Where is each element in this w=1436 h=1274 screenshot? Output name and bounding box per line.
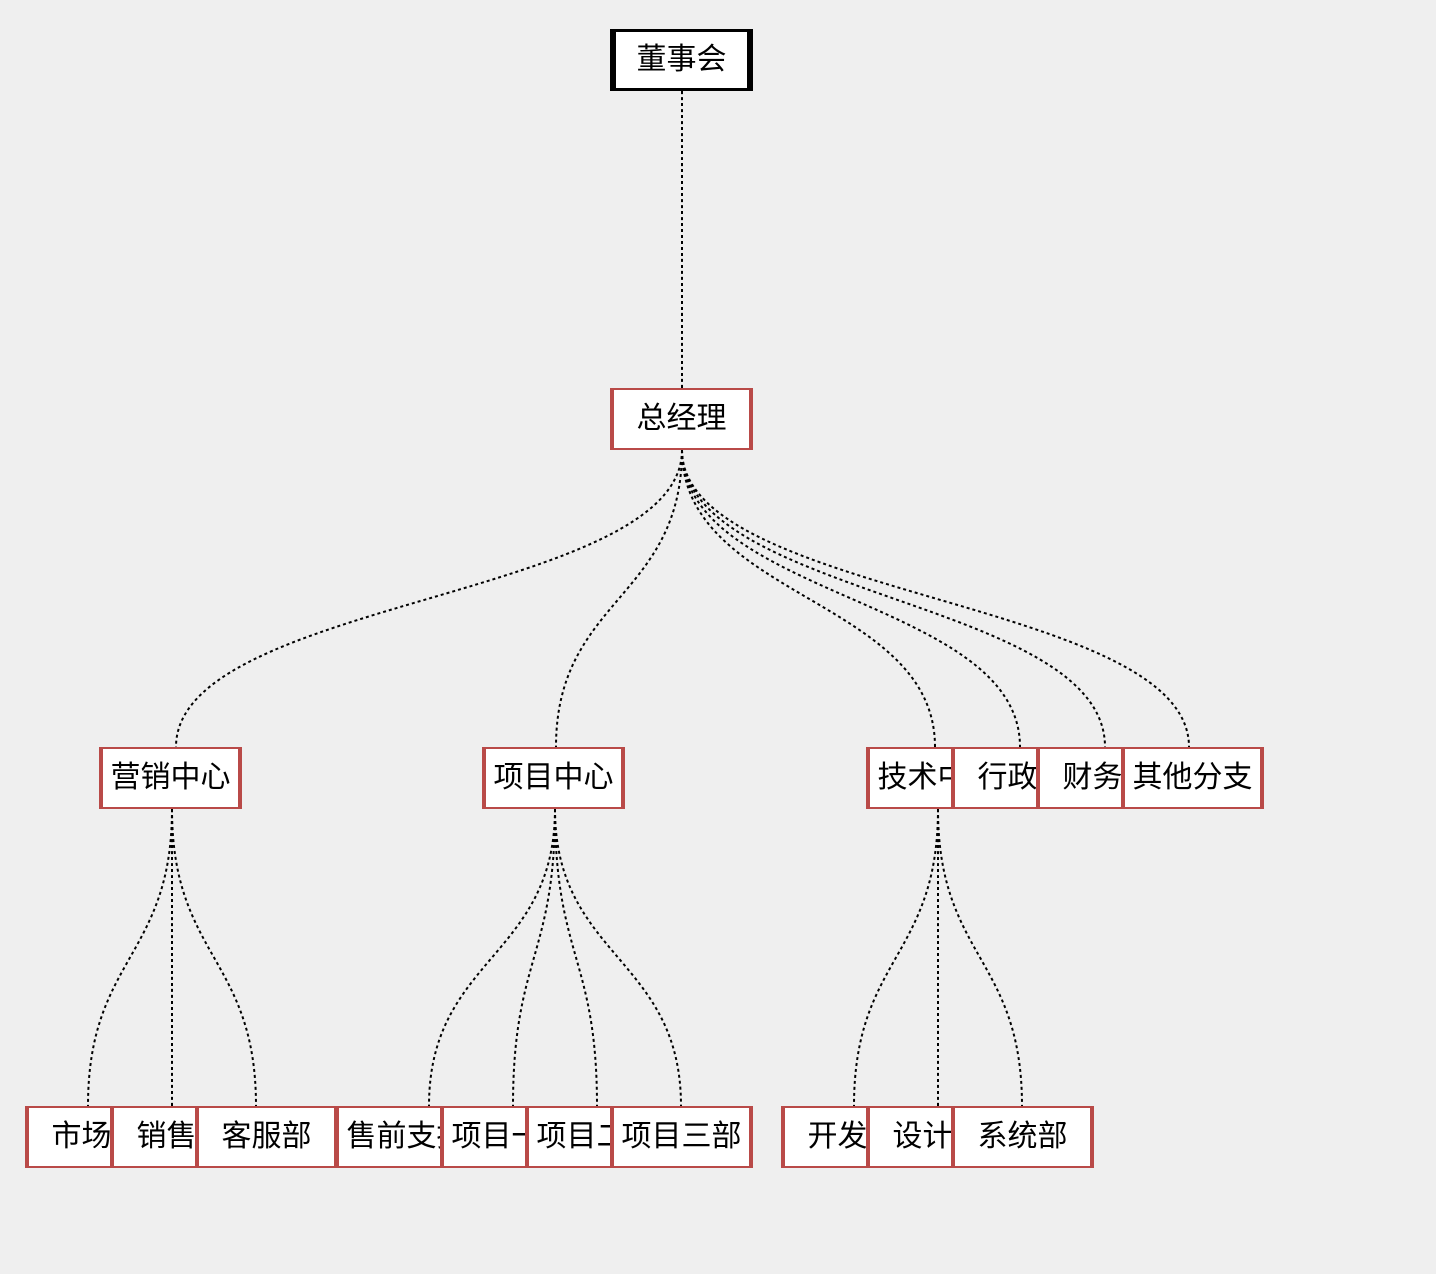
link-gm-finance [681, 449, 1106, 748]
node-board[interactable]: 董事会 [610, 29, 753, 91]
link-project-1 [512, 808, 556, 1107]
node-project-center-label: 项目中心 [493, 760, 614, 795]
node-other-branches-label: 其他分支 [1132, 760, 1253, 795]
link-project-presales [428, 808, 556, 1107]
link-gm-admin [681, 449, 1021, 748]
node-system-dept[interactable]: 系统部 [951, 1106, 1094, 1168]
node-project-dept-3-label: 项目三部 [621, 1119, 742, 1154]
link-project-3 [554, 808, 682, 1107]
node-service-dept[interactable]: 客服部 [195, 1106, 338, 1168]
link-gm-other [681, 449, 1190, 748]
node-general-manager-label: 总经理 [636, 401, 727, 436]
link-group [87, 90, 1190, 1107]
node-system-dept-label: 系统部 [977, 1119, 1068, 1154]
link-gm-tech [681, 449, 936, 748]
link-project-2 [554, 808, 598, 1107]
node-project-center[interactable]: 项目中心 [482, 747, 625, 809]
node-board-label: 董事会 [636, 42, 727, 77]
node-service-dept-label: 客服部 [221, 1119, 312, 1154]
node-marketing-center[interactable]: 营销中心 [99, 747, 242, 809]
link-tech-system [937, 808, 1023, 1107]
link-gm-project [555, 449, 683, 748]
link-tech-dev [853, 808, 939, 1107]
link-marketing-market [87, 808, 173, 1107]
node-general-manager[interactable]: 总经理 [610, 388, 753, 450]
link-marketing-service [171, 808, 257, 1107]
node-project-dept-3[interactable]: 项目三部 [610, 1106, 753, 1168]
node-marketing-center-label: 营销中心 [110, 760, 231, 795]
node-other-branches[interactable]: 其他分支 [1121, 747, 1264, 809]
link-gm-marketing [175, 449, 683, 748]
